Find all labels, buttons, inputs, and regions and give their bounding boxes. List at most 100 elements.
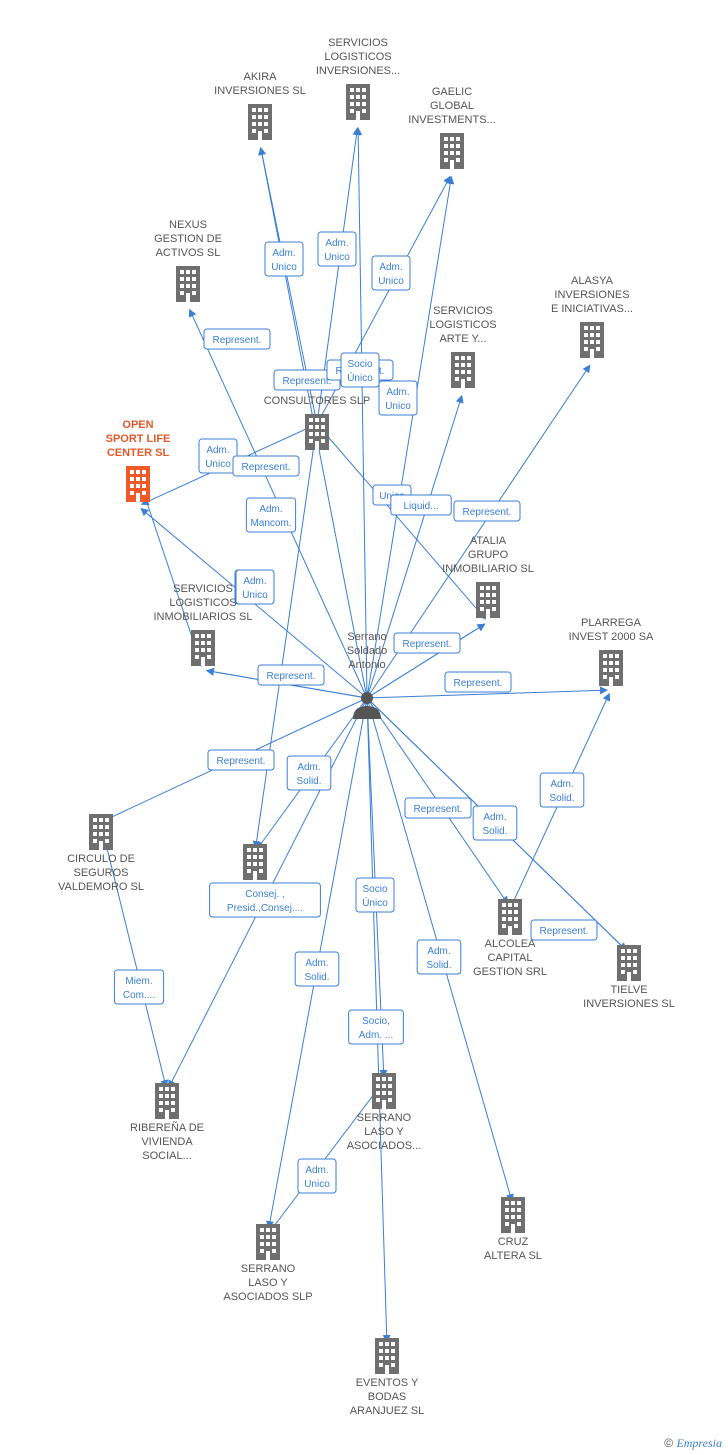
node-label-line[interactable]: LOGISTICOS (429, 319, 496, 331)
node-tielve[interactable]: TIELVE INVERSIONES SL (583, 945, 675, 1010)
node-label-line[interactable]: SERVICIOS (433, 305, 493, 317)
node-servlog_inv[interactable]: SERVICIOS LOGISTICOS INVERSIONES... (316, 37, 400, 120)
node-label-line[interactable]: INMOBILIARIOS SL (153, 611, 252, 623)
edge-label-open_sport-to-servlog_inmo[interactable]: Represent. (257, 664, 325, 686)
node-alcolea[interactable]: ALCOLEA CAPITAL GESTION SRL (473, 899, 547, 978)
node-label-line[interactable]: SERVICIOS (173, 583, 233, 595)
edge-label-person-to-servlog_inv[interactable]: Adm.Unico (317, 231, 357, 267)
node-label-line[interactable]: VALDEMORO SL (58, 881, 144, 893)
node-label-line[interactable]: SEGUROS (73, 867, 128, 879)
node-label-line[interactable]: ASOCIADOS... (347, 1140, 422, 1152)
edge-label-person-to-riberena[interactable]: Adm.Solid. (294, 951, 340, 987)
node-label-line[interactable]: GRUPO (468, 549, 509, 561)
node-nexus[interactable]: NEXUS GESTION DE ACTIVOS SL (154, 219, 222, 302)
node-label-line[interactable]: INVERSIONES... (316, 65, 400, 77)
node-label-line[interactable]: INVEST 2000 SA (569, 631, 654, 643)
edge-label-person-to-tielve[interactable]: Consej. ,Presid.,Consej.... (209, 882, 321, 918)
node-serrano_laso_a[interactable]: SERRANO LASO Y ASOCIADOS... (347, 1073, 422, 1152)
node-label-line[interactable]: SOCIAL... (142, 1150, 192, 1162)
node-label-line[interactable]: INVERSIONES (554, 289, 629, 301)
edge-label-person-to-atalia[interactable]: Represent. (453, 500, 521, 522)
node-label-line[interactable]: AKIRA (243, 71, 277, 83)
node-label-line[interactable]: LOGISTICOS (169, 597, 236, 609)
node-label-line[interactable]: TIELVE (610, 984, 647, 996)
node-label-line[interactable]: PLARREGA (581, 617, 642, 629)
edge-label-person-to-alcolea[interactable]: Adm.Solid. (539, 772, 585, 808)
node-label-line[interactable]: CIRCULO DE (67, 853, 135, 865)
node-label-line[interactable]: CENTER SL (107, 447, 170, 459)
node-label-line[interactable]: GESTION SRL (473, 966, 547, 978)
node-circulo[interactable]: CIRCULO DE SEGUROS VALDEMORO SL (58, 814, 144, 893)
node-label-line[interactable]: GLOBAL (430, 100, 474, 112)
node-label-line[interactable]: LASO Y (248, 1277, 288, 1289)
node-eventos[interactable]: EVENTOS Y BODAS ARANJUEZ SL (350, 1338, 425, 1417)
node-label-line[interactable]: NEXUS (169, 219, 207, 231)
node-label-line[interactable]: INVERSIONES SL (214, 85, 306, 97)
edge-label-person-to-eventos[interactable]: Adm.Unico (235, 569, 275, 605)
node-label-line[interactable]: Soldado (347, 645, 387, 657)
node-servlog_inmo[interactable]: SERVICIOS LOGISTICOS INMOBILIARIOS SL (153, 583, 253, 666)
node-alasya[interactable]: ALASYA INVERSIONES E INICIATIVAS... (551, 275, 633, 358)
edge-label-person-to-serrano_laso_a[interactable]: Adm.Solid. (416, 939, 462, 975)
node-consultores[interactable]: CONSULTORES SLP (264, 395, 371, 450)
edge-label-person-to-cdepo[interactable]: Represent. (404, 797, 472, 819)
node-label-line[interactable]: E INICIATIVAS... (551, 303, 633, 315)
node-label-line[interactable]: SPORT LIFE (106, 433, 171, 445)
edge-label-person-to-alasya[interactable]: Adm.Mancom. (245, 497, 297, 533)
node-label-line[interactable]: ARANJUEZ SL (350, 1405, 425, 1417)
node-label-line[interactable]: GAELIC (432, 86, 472, 98)
node-label-line[interactable]: SERRANO (241, 1263, 296, 1275)
node-label-line[interactable]: Antonio (348, 659, 385, 671)
edge-label-person-to-circulo[interactable]: Adm.Solid. (286, 755, 332, 791)
edge-label-alcolea-to-plarrega[interactable]: Miem.Com.... (113, 969, 165, 1005)
node-label-line[interactable]: INVESTMENTS... (408, 114, 495, 126)
edge-label-person-to-serrano_laso_slp[interactable]: Socio,Adm. ... (348, 1009, 404, 1045)
edge-label-person-to-cruz[interactable]: Adm.Unico (297, 1158, 337, 1194)
node-label-line[interactable]: SERVICIOS (328, 37, 388, 49)
edge-label-consultores-to-open_sport[interactable]: Represent. (232, 455, 300, 477)
edge-label-person-to-gaelic[interactable]: Adm.Unico (371, 255, 411, 291)
edge-label-person-to-servlog_inmo[interactable]: Represent. (393, 632, 461, 654)
node-riberena[interactable]: RIBEREÑA DEVIVIENDASOCIAL... (130, 1083, 204, 1162)
edge-label-person-to-nexus[interactable]: Adm.Unico (198, 438, 238, 474)
node-label-line[interactable]: LOGISTICOS (324, 51, 391, 63)
edge-label-person-to-atalia[interactable]: Represent. (444, 671, 512, 693)
node-label-line[interactable]: ACTIVOS SL (156, 247, 221, 259)
node-label-line[interactable]: ALTERA SL (484, 1250, 542, 1262)
node-label-line[interactable]: EVENTOS Y (356, 1377, 419, 1389)
node-akira[interactable]: AKIRA INVERSIONES SL (214, 71, 306, 140)
node-servlog_arte[interactable]: SERVICIOS LOGISTICOS ARTE Y... (429, 305, 497, 388)
node-label-line[interactable]: GESTION DE (154, 233, 222, 245)
edge-label-person-to-tielve[interactable]: Represent. (530, 919, 598, 941)
node-open_sport[interactable]: OPEN SPORT LIFE CENTER SL (106, 419, 171, 502)
node-cruz[interactable]: CRUZ ALTERA SL (484, 1197, 542, 1262)
node-label-line[interactable]: CRUZ (498, 1236, 529, 1248)
node-gaelic[interactable]: GAELIC GLOBAL INVESTMENTS... (408, 86, 496, 169)
edge-label-person-to-open_sport[interactable]: Adm.Unico (378, 380, 418, 416)
node-label-line[interactable]: SERRANO (357, 1112, 412, 1124)
node-serrano_laso_slp[interactable]: SERRANO LASO Y ASOCIADOS SLP (223, 1224, 313, 1303)
node-label-line[interactable]: Serrano (347, 631, 386, 643)
node-label-line[interactable]: ALCOLEA (485, 938, 536, 950)
edge-label-consultores-to-atalia[interactable]: Liquid... (390, 494, 452, 516)
node-label-line[interactable]: VIVIENDA (141, 1136, 193, 1148)
edge-label-person-to-akira[interactable]: Adm.Unico (264, 241, 304, 277)
node-label-line[interactable]: ASOCIADOS SLP (223, 1291, 312, 1303)
node-label-line[interactable]: BODAS (368, 1391, 407, 1403)
node-label-line[interactable]: ALASYA (571, 275, 614, 287)
node-plarrega[interactable]: PLARREGA INVEST 2000 SA (569, 617, 654, 686)
node-label-line[interactable]: OPEN (122, 419, 153, 431)
edge-label-person-to-plarrega[interactable]: Represent. (207, 749, 275, 771)
edge-label-consultores-to-cdepo[interactable]: Adm.Solid. (472, 805, 518, 841)
node-label-line[interactable]: INVERSIONES SL (583, 998, 675, 1010)
node-atalia[interactable]: ATALIA GRUPO INMOBILIARIO SL (442, 535, 534, 618)
node-label-line[interactable]: ARTE Y... (439, 333, 486, 345)
node-label-line[interactable]: LASO Y (364, 1126, 404, 1138)
node-label-line[interactable]: ATALIA (470, 535, 507, 547)
node-label-line[interactable]: CAPITAL (487, 952, 532, 964)
node-label-line[interactable]: INMOBILIARIO SL (442, 563, 534, 575)
empresia-logo[interactable]: Empresia (676, 1436, 722, 1450)
